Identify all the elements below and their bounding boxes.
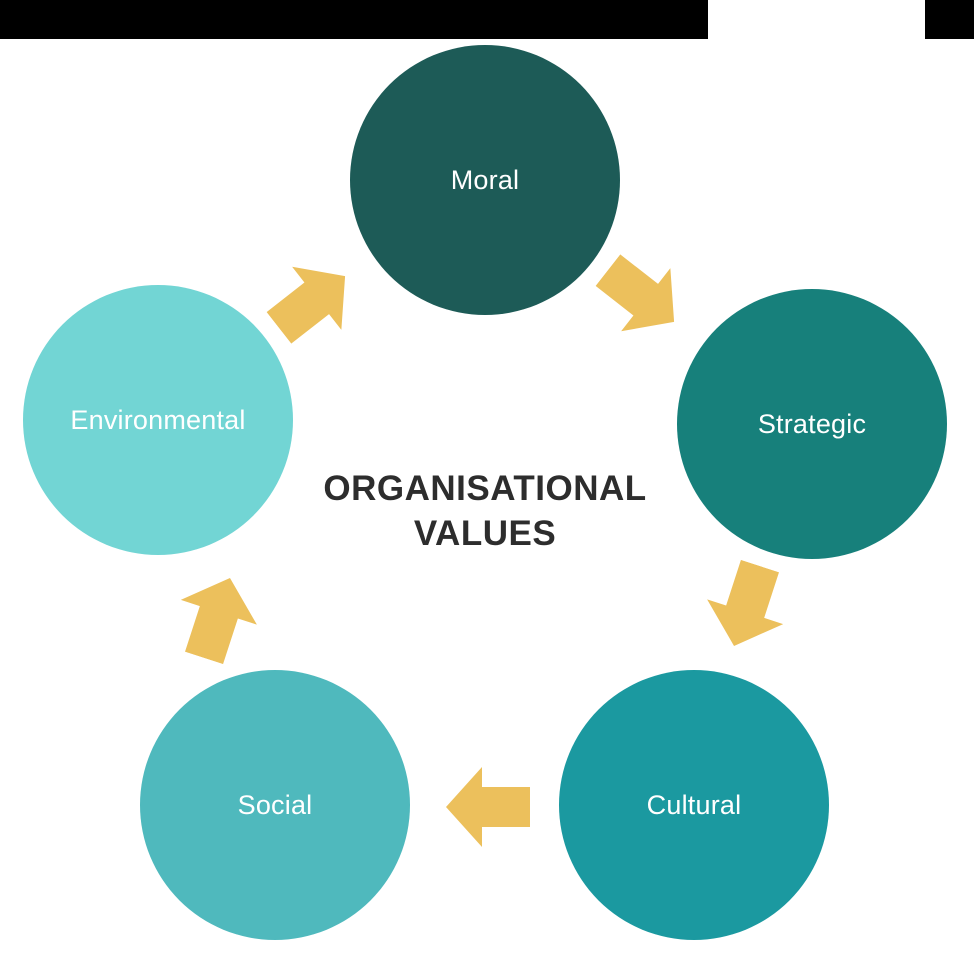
top-bar-right [925,0,974,39]
circle-cultural: Cultural [559,670,829,940]
diagram-title: ORGANISATIONAL VALUES [285,466,685,556]
arrow-strategic-to-cultural-icon [707,559,784,646]
arrow-environmental-to-moral-icon [266,266,346,344]
arrow-moral-to-strategic-icon [595,254,675,332]
circle-strategic: Strategic [677,289,947,559]
circle-cultural-label: Cultural [646,789,742,820]
circle-social: Social [140,670,410,940]
circle-moral: Moral [350,45,620,315]
circle-environmental-label: Environmental [70,404,246,435]
diagram-title-line1: ORGANISATIONAL [323,469,647,508]
circle-environmental: Environmental [23,285,293,555]
diagram-title-line2: VALUES [413,514,557,553]
circle-social-label: Social [237,789,313,820]
circle-moral-label: Moral [450,164,520,195]
arrow-social-to-environmental-icon [180,578,257,665]
arrow-cultural-to-social-icon [446,767,530,847]
circle-strategic-label: Strategic [757,408,867,439]
top-bar-left [0,0,708,39]
